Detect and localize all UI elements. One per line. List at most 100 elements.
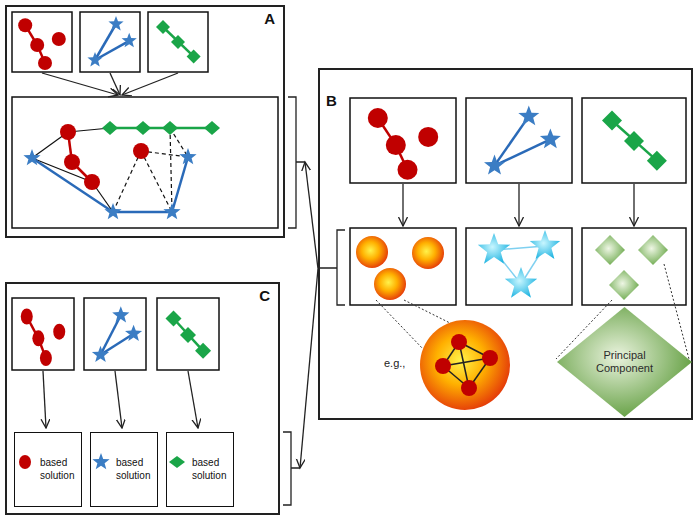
flow-arrow — [43, 371, 46, 428]
star-node — [540, 128, 561, 148]
red-node — [53, 324, 65, 340]
star-node — [108, 16, 123, 31]
star-node — [505, 267, 537, 298]
panel-letter: B — [326, 92, 337, 109]
solution-box: based solution — [14, 432, 82, 507]
solution-label: based solution — [116, 457, 154, 482]
red-node — [19, 455, 31, 469]
panel: A — [5, 5, 285, 238]
star-node — [87, 52, 102, 67]
diamond-shape — [557, 307, 692, 417]
red-node — [52, 32, 66, 46]
panel-box — [12, 12, 72, 72]
red-node — [418, 127, 438, 147]
diamond-node — [187, 49, 201, 63]
panel-box — [582, 228, 686, 305]
example-note: e.g., — [384, 357, 405, 369]
star-node — [484, 155, 505, 175]
solution-label: based solution — [40, 457, 78, 482]
panel-box — [12, 97, 278, 228]
red-node — [482, 350, 498, 366]
link-line — [113, 151, 141, 212]
diamond-node — [609, 270, 639, 300]
solution-box: based solution — [166, 432, 234, 507]
star-node — [112, 306, 129, 322]
star-node — [478, 233, 510, 264]
diamond-node — [162, 121, 178, 135]
panel-box — [582, 98, 686, 183]
diamond-node — [602, 111, 622, 131]
red-node — [451, 334, 467, 350]
panel-box — [84, 298, 146, 370]
connector-arrow — [300, 269, 318, 468]
red-node — [30, 38, 44, 52]
panel-box — [466, 228, 572, 305]
cluster-orb — [412, 237, 444, 269]
red-node — [386, 135, 406, 155]
panel: Cbased solutionbased solutionbased solut… — [5, 282, 280, 515]
flow-arrow — [402, 184, 403, 226]
flow-arrow — [633, 184, 634, 226]
panel-box — [350, 98, 456, 183]
link-line — [174, 319, 204, 351]
diamond-node — [638, 235, 668, 265]
star-node — [122, 33, 137, 48]
flow-arrow — [518, 184, 519, 226]
solution-label: based solution — [192, 457, 230, 482]
link-line — [110, 127, 212, 130]
red-node — [38, 56, 52, 70]
red-node — [18, 18, 32, 32]
red-node — [461, 380, 477, 396]
cluster-orb — [356, 236, 388, 268]
diamond-node — [166, 311, 182, 327]
diamond-node — [171, 35, 185, 49]
principal-component-diamond: Principal Component — [557, 307, 692, 417]
star-node — [163, 203, 180, 219]
panel-box — [12, 298, 74, 370]
panel-box — [350, 228, 456, 305]
diamond-node — [102, 121, 118, 135]
diamond-node — [135, 121, 151, 135]
diamond-node — [156, 20, 170, 34]
star-node — [179, 148, 196, 164]
link-line — [170, 128, 172, 212]
link-line — [172, 157, 188, 212]
diamond-node — [647, 151, 667, 171]
red-node — [32, 330, 44, 346]
link-line — [101, 334, 134, 355]
link-line — [376, 300, 424, 350]
star-node — [104, 203, 121, 219]
solution-box: based solution — [90, 432, 158, 507]
star-node — [23, 149, 40, 165]
diamond-node — [180, 327, 196, 343]
diamond-node — [204, 121, 220, 135]
link-line — [495, 139, 551, 165]
panel-box — [148, 12, 208, 72]
star-node — [530, 230, 560, 259]
star-node — [92, 346, 109, 362]
diamond-node — [595, 235, 625, 265]
link-line — [141, 151, 172, 212]
red-node — [368, 108, 388, 128]
diamond-node — [624, 131, 644, 151]
flow-arrow — [188, 371, 198, 428]
flow-arrow — [115, 371, 122, 428]
panel-box — [80, 12, 140, 72]
red-node — [435, 358, 451, 374]
red-node — [133, 143, 149, 159]
panel-letter: A — [264, 10, 275, 27]
flow-arrow — [122, 73, 178, 95]
red-node — [40, 350, 52, 366]
red-node — [60, 124, 76, 140]
panel-box — [157, 298, 219, 370]
red-node — [21, 309, 33, 325]
diamond-node — [169, 456, 185, 468]
diamond-node — [195, 343, 211, 359]
star-node — [92, 453, 109, 469]
link-line — [612, 121, 657, 161]
star-node — [125, 325, 142, 341]
